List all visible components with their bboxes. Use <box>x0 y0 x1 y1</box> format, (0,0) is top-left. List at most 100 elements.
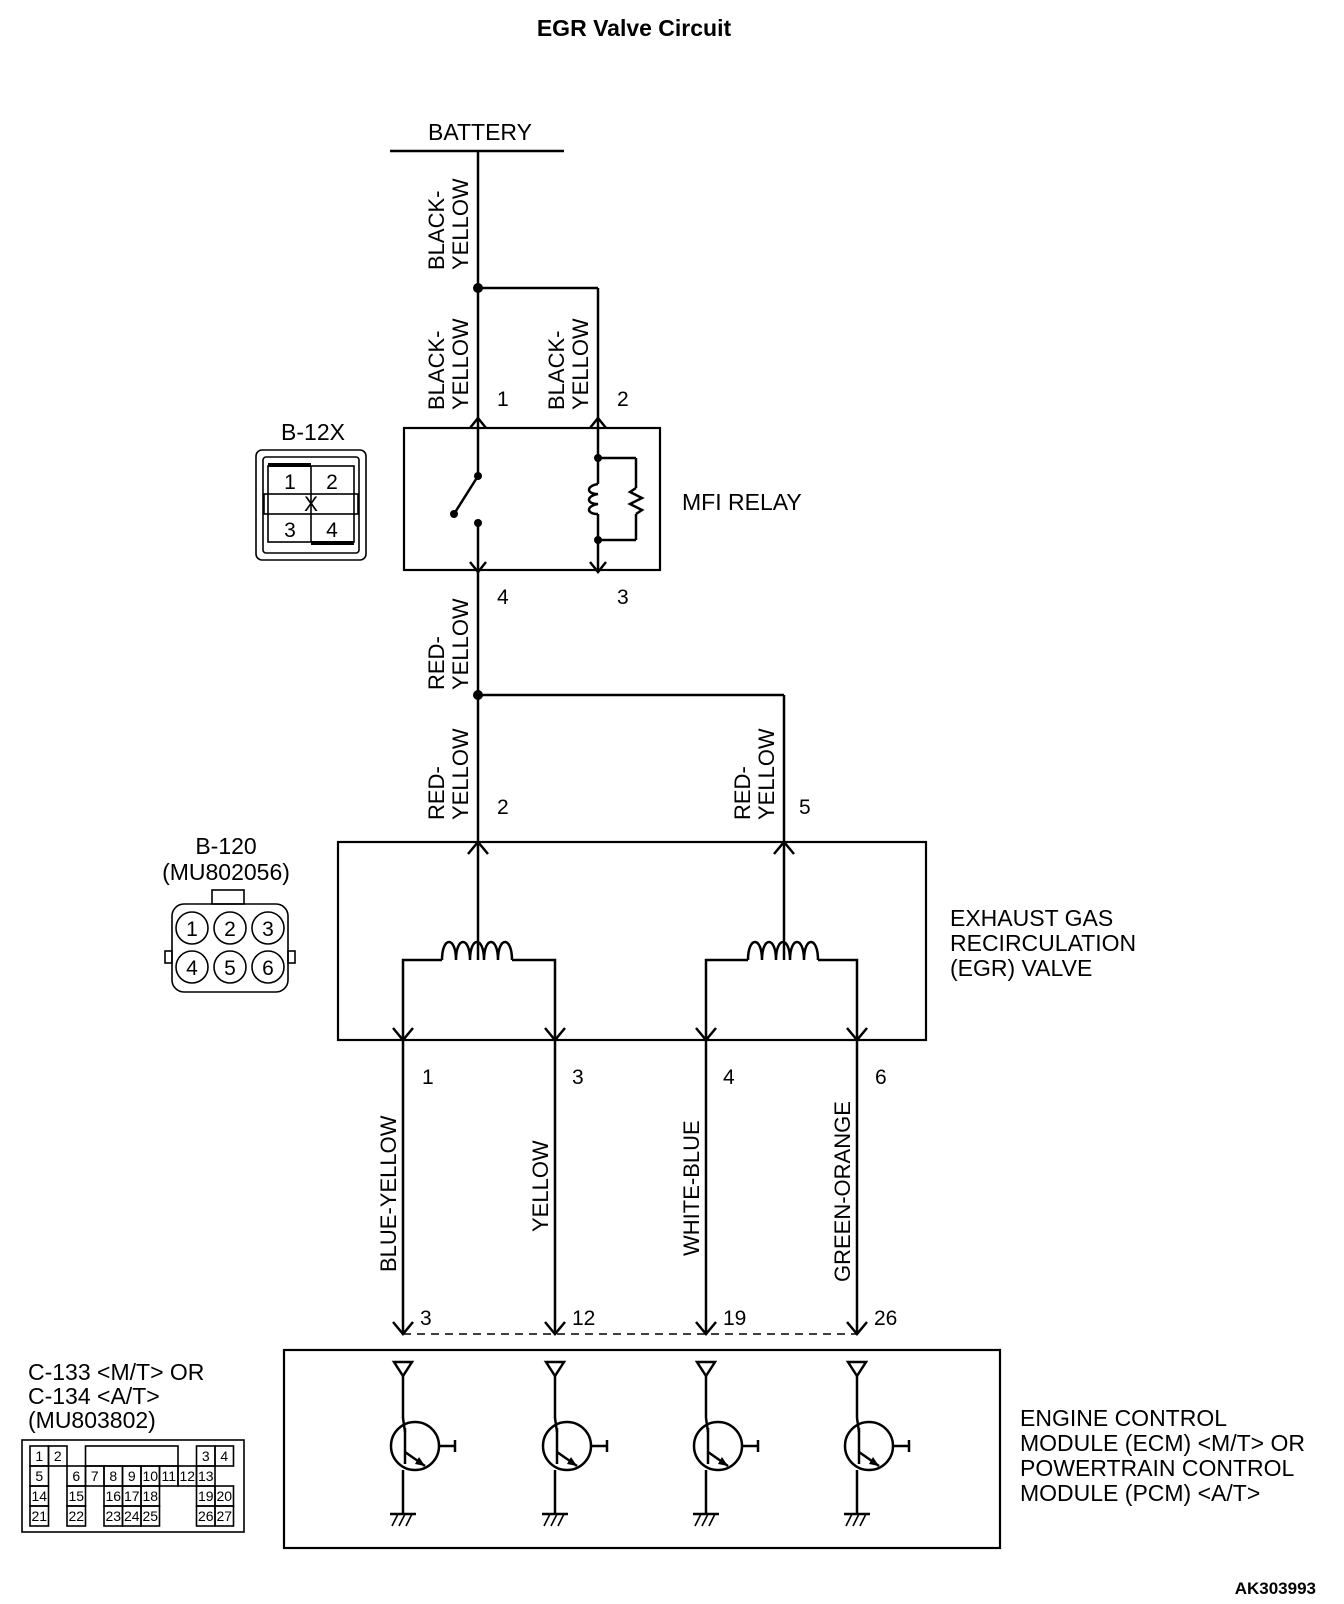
egr-pin4-wire-label: WHITE-BLUE <box>679 1120 704 1256</box>
egr-pin2-wire: RED- YELLOW <box>424 695 480 842</box>
figure-reference: AK303993 <box>1235 1579 1316 1598</box>
ecm-grid-pin-label: 13 <box>198 1468 214 1484</box>
relay-pin1-wire: BLACK- YELLOW <box>424 288 480 428</box>
ecm-label: ENGINE CONTROL MODULE (ECM) <M/T> OR POW… <box>1020 1405 1311 1506</box>
wire-label-line: YELLOW <box>448 728 473 820</box>
b12x-pin-1: 1 <box>284 471 296 494</box>
relay-pin1-wire-label: BLACK- YELLOW <box>424 318 473 410</box>
ecm-grid-pin-label: 4 <box>220 1448 228 1464</box>
egr-coil-a-icon <box>401 842 557 1052</box>
diagram-title: EGR Valve Circuit <box>537 15 732 41</box>
egr-pin-2: 2 <box>497 796 509 819</box>
wire-label-line: YELLOW <box>568 318 593 410</box>
ecm-grid-pin-label: 18 <box>142 1488 158 1504</box>
egr-pin2-wire-label: RED- YELLOW <box>424 728 473 820</box>
battery-feed-wire-label: BLACK- YELLOW <box>424 178 473 270</box>
egr-pin3-wire: YELLOW <box>528 1052 557 1334</box>
ecm-pin-3: 3 <box>420 1307 432 1330</box>
connector-b12x: B-12X 1 2 X 3 4 <box>255 419 367 561</box>
ecm-grid-cell <box>214 1505 235 1527</box>
ecm-grid-pin-label: 15 <box>68 1488 84 1504</box>
ecm-grid-cell <box>214 1445 235 1467</box>
egr-pin4-wire: WHITE-BLUE <box>679 1052 708 1334</box>
wire-label-line: YELLOW <box>448 598 473 690</box>
ecm-transistor-3-icon <box>692 1360 760 1527</box>
egr-pin-5: 5 <box>799 796 811 819</box>
relay-pin-2: 2 <box>617 388 629 411</box>
ecm-grid-cell <box>29 1505 50 1527</box>
ecm-grid-pin-label: 23 <box>105 1508 121 1524</box>
relay-output-wire-label: RED- YELLOW <box>424 598 473 690</box>
ecm-grid-pin-label: 21 <box>31 1508 47 1524</box>
relay-output-wire: RED- YELLOW <box>424 572 784 700</box>
wire-label-line: YELLOW <box>448 178 473 270</box>
ecm-grid-pin-label: 10 <box>142 1468 158 1484</box>
ecm-grid-pin-label: 26 <box>198 1508 214 1524</box>
relay-pin-3: 3 <box>617 586 629 609</box>
ecm-module: ENGINE CONTROL MODULE (ECM) <M/T> OR POW… <box>282 1348 1311 1550</box>
connector-b120: B-120 (MU802056) 1 2 3 4 5 6 <box>162 833 296 993</box>
ecm-grid-cell <box>140 1505 161 1527</box>
ecm-grid-pin-label: 3 <box>202 1448 210 1464</box>
ecm-transistor-4-icon <box>843 1360 911 1527</box>
ecm-grid-pin-label: 14 <box>31 1488 47 1504</box>
ecm-grid-pin-label: 19 <box>198 1488 214 1504</box>
ecm-grid-pin-label: 8 <box>109 1468 117 1484</box>
egr-pin-4: 4 <box>723 1066 735 1089</box>
ecm-pin-19: 19 <box>723 1307 746 1330</box>
b12x-pin-3: 3 <box>284 519 296 542</box>
ecm-grid-pin-label: 20 <box>216 1488 232 1504</box>
ecm-grid-cell <box>47 1445 68 1467</box>
ecm-connector-label: C-133 <M/T> OR C-134 <A/T> (MU803802) <box>28 1359 211 1433</box>
ecm-grid-pin-label: 9 <box>128 1468 136 1484</box>
relay-pin2-wire-label: BLACK- YELLOW <box>544 318 593 410</box>
wire-label-line: YELLOW <box>754 728 779 820</box>
egr-pin5-wire: RED- YELLOW <box>730 695 786 842</box>
egr-pin-6: 6 <box>875 1066 887 1089</box>
ecm-grid-pin-label: 1 <box>35 1448 43 1464</box>
ecm-grid-pin-label: 5 <box>35 1468 43 1484</box>
battery-feed-wire: BLACK- YELLOW <box>424 151 598 293</box>
ecm-grid-pin-label: 6 <box>72 1468 80 1484</box>
ecm-transistor-2-icon <box>541 1360 609 1527</box>
ecm-grid-pin-label: 25 <box>142 1508 158 1524</box>
relay-coil-icon <box>587 428 645 572</box>
ecm-connector-pins: 3 12 19 26 <box>392 1307 897 1336</box>
b12x-pin-4: 4 <box>326 519 338 542</box>
ecm-transistor-1-icon <box>389 1360 457 1527</box>
ecm-grid-pin-label: 2 <box>54 1448 62 1464</box>
b120-pin-5: 5 <box>224 957 236 980</box>
egr-valve-label: EXHAUST GAS RECIRCULATION (EGR) VALVE <box>950 905 1143 981</box>
battery-source: BATTERY <box>390 119 564 153</box>
ecm-grid-pin-label: 17 <box>124 1488 140 1504</box>
ecm-pin-26: 26 <box>874 1307 897 1330</box>
ecm-grid-pin-label: 27 <box>216 1508 232 1524</box>
b120-pin-4: 4 <box>186 957 198 980</box>
ecm-grid-pin-label: 24 <box>124 1508 140 1524</box>
egr-pin3-wire-label: YELLOW <box>528 1140 553 1232</box>
connector-b120-label: B-120 <box>195 833 256 859</box>
mfi-relay-label: MFI RELAY <box>682 489 802 515</box>
egr-pin1-wire: BLUE-YELLOW <box>376 1052 405 1334</box>
b120-pin-6: 6 <box>262 957 274 980</box>
egr-pin-3: 3 <box>572 1066 584 1089</box>
mfi-relay: MFI RELAY 1 2 4 3 <box>402 388 802 609</box>
b120-pin-3: 3 <box>262 918 274 941</box>
ecm-grid-cell <box>66 1505 87 1527</box>
ecm-grid-pin-label: 22 <box>68 1508 84 1524</box>
egr-valve: EXHAUST GAS RECIRCULATION (EGR) VALVE 2 … <box>336 796 1143 1089</box>
ecm-grid-pin-label: 16 <box>105 1488 121 1504</box>
connector-b120-part-number: (MU802056) <box>162 859 290 885</box>
egr-pin6-wire-label: GREEN-ORANGE <box>830 1101 855 1282</box>
ecm-grid-pin-label: 7 <box>91 1468 99 1484</box>
egr-pin6-wire: GREEN-ORANGE <box>830 1052 859 1334</box>
ecm-pin-12: 12 <box>572 1307 595 1330</box>
relay-pin2-wire: BLACK- YELLOW <box>544 288 600 428</box>
ecm-grid-pin-label: 12 <box>179 1468 195 1484</box>
b120-pin-2: 2 <box>224 918 236 941</box>
b12x-pin-2: 2 <box>326 471 338 494</box>
egr-pin1-wire-label: BLUE-YELLOW <box>376 1115 401 1272</box>
ecm-grid-key-block <box>84 1445 179 1467</box>
